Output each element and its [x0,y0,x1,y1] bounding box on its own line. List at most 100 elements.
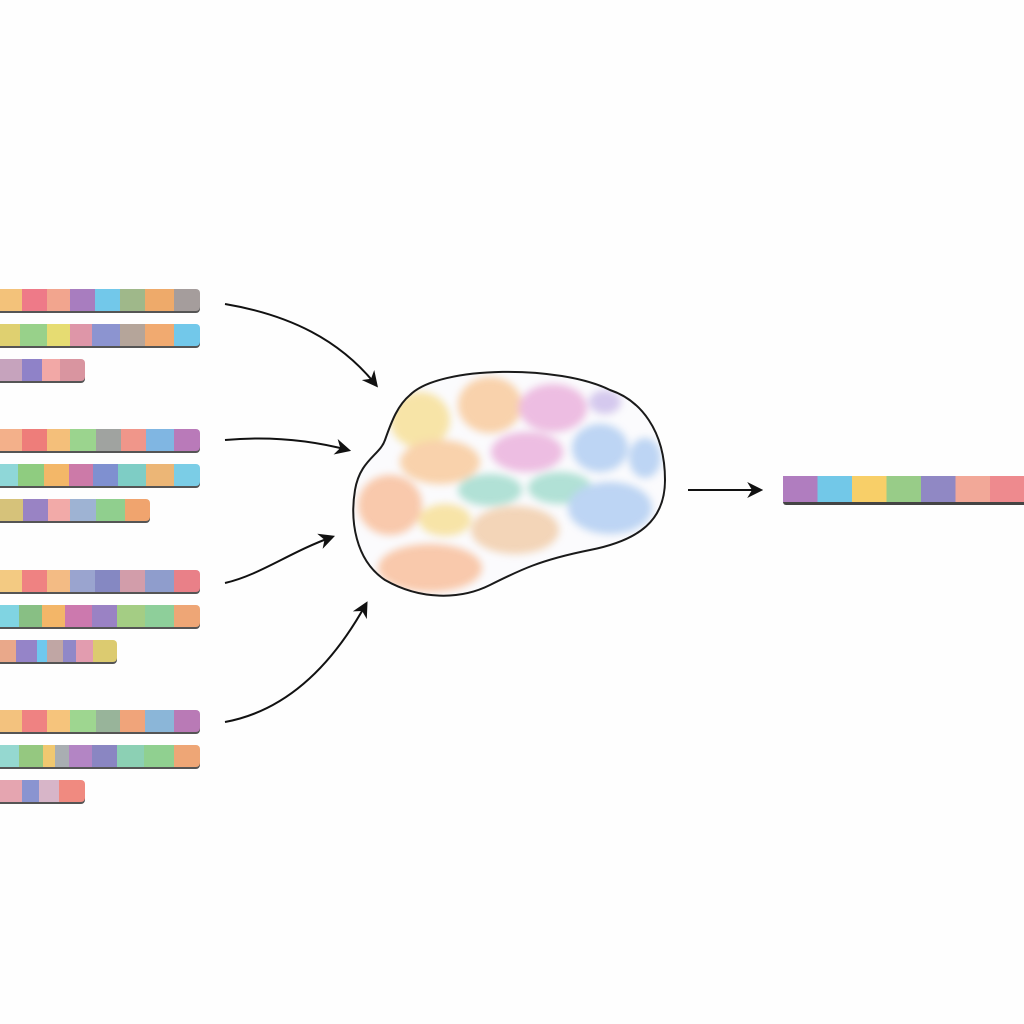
token-block [93,464,119,486]
arrow-icon [224,533,336,584]
token-block [47,429,71,451]
token-block [47,710,71,732]
token-block [852,476,887,502]
token-block [144,745,175,767]
token-block [0,710,23,732]
token-block [0,324,21,346]
token-block [121,429,147,451]
token-block [0,570,23,592]
token-sequence [0,499,150,523]
token-block [0,464,19,486]
token-block [145,324,175,346]
token-block [47,289,71,311]
token-sequence [0,640,117,664]
token-block [0,359,23,381]
token-sequence [0,570,200,594]
token-block [44,464,70,486]
token-block [955,476,991,502]
token-block [120,710,146,732]
token-block [95,570,121,592]
token-block [92,745,118,767]
token-block [96,710,121,732]
blob-cell [458,377,522,433]
token-block [47,640,64,662]
token-block [95,289,121,311]
token-block [96,499,126,521]
token-block [174,429,200,451]
token-block [146,464,175,486]
token-block [145,605,175,627]
token-block [145,570,175,592]
token-block [125,499,150,521]
token-block [76,640,94,662]
token-block [47,324,71,346]
token-block [19,745,44,767]
token-sequence [0,289,200,313]
token-block [42,605,66,627]
blob-cell [519,384,587,432]
model-blob [352,370,667,597]
token-block [65,605,93,627]
token-block [174,745,200,767]
token-block [921,476,956,502]
token-sequence [0,605,200,629]
token-block [120,289,146,311]
arrow-icon [224,601,368,723]
token-sequence [0,359,85,383]
token-block [174,289,200,311]
blob-cell [629,438,661,478]
token-block [20,324,48,346]
blob-cell [458,474,522,506]
token-block [0,745,20,767]
token-block [22,570,48,592]
token-block [69,745,93,767]
input-sequences [0,289,200,804]
token-block [16,640,38,662]
token-block [19,605,43,627]
blob-cell [390,392,450,448]
token-sequence [0,464,200,488]
token-block [120,570,146,592]
token-block [18,464,45,486]
token-block [174,464,200,486]
token-block [93,640,117,662]
token-block [0,499,24,521]
token-block [145,710,175,732]
arrow-icon [224,437,352,455]
token-sequence [0,429,200,453]
token-block [92,605,118,627]
token-block [817,476,853,502]
token-block [117,745,145,767]
token-block [47,570,71,592]
token-block [22,710,48,732]
token-block [39,780,60,802]
arrow-icon [224,303,379,388]
token-block [22,429,48,451]
token-block [990,476,1024,502]
token-block [886,476,922,502]
token-block [42,359,61,381]
token-block [37,640,48,662]
token-block [63,640,77,662]
token-block [55,745,70,767]
token-block [0,605,20,627]
token-sequence [0,780,85,804]
blob-cell [358,475,422,535]
token-block [0,640,17,662]
token-block [96,429,122,451]
token-block [0,289,23,311]
token-block [174,710,200,732]
token-sequence [0,710,200,734]
blob-cell [471,506,559,554]
blob-cell [568,482,652,534]
token-block [120,324,146,346]
token-block [0,429,23,451]
token-block [70,570,96,592]
token-block [92,324,121,346]
token-block [22,289,48,311]
blob-cell [400,440,480,484]
token-block [23,499,49,521]
token-block [59,780,85,802]
token-block [118,464,147,486]
